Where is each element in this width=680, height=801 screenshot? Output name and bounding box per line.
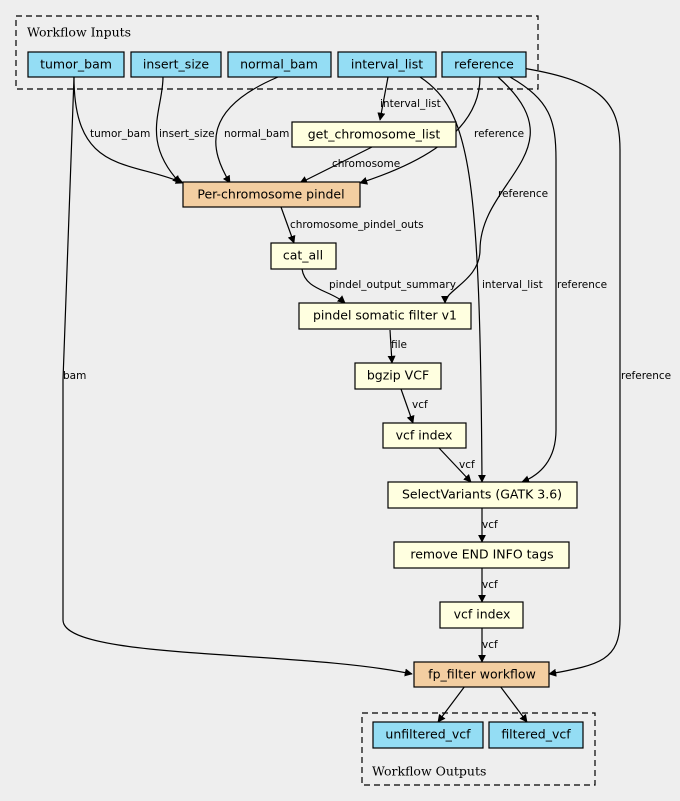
node-bgzip-vcf-label: bgzip VCF xyxy=(367,368,429,383)
edge-label-vcf-bgzip: vcf xyxy=(412,399,428,411)
node-remove-end-info[interactable]: remove END INFO tags xyxy=(393,541,570,569)
node-interval-list-label: interval_list xyxy=(351,57,423,72)
edge-label-bam: bam xyxy=(63,370,86,382)
node-unfiltered-vcf[interactable]: unfiltered_vcf xyxy=(372,721,484,749)
edge-getchrom-to-pindel xyxy=(299,146,373,184)
workflow-inputs-cluster: Workflow Inputs xyxy=(15,15,539,90)
node-reference[interactable]: reference xyxy=(441,51,527,78)
edge-insert-size-to-pindel xyxy=(155,76,181,184)
node-vcf-index-1[interactable]: vcf index xyxy=(382,422,467,449)
node-per-chromosome-pindel[interactable]: Per-chromosome pindel xyxy=(182,181,361,208)
edge-label-chromosome: chromosome xyxy=(332,158,400,170)
edge-label-reference-select: reference xyxy=(557,279,607,291)
node-cat-all[interactable]: cat_all xyxy=(270,242,337,270)
edge-label-reference-filter: reference xyxy=(498,188,548,200)
edge-catall-to-filter xyxy=(301,268,346,304)
node-get-chromosome-list[interactable]: get_chromosome_list xyxy=(291,121,457,148)
node-select-variants-label: SelectVariants (GATK 3.6) xyxy=(402,487,562,502)
edge-interval-list-to-getchrom xyxy=(377,76,389,121)
edge-label-insert-size: insert_size xyxy=(159,128,215,140)
edge-tumor-bam-to-fp xyxy=(62,76,413,677)
edge-label-normal-bam: normal_bam xyxy=(224,128,289,140)
edge-label-vcf-select: vcf xyxy=(482,519,498,531)
node-get-chromosome-list-label: get_chromosome_list xyxy=(308,127,441,142)
edge-label-vcf-remove: vcf xyxy=(482,579,498,591)
edge-filter-to-bgzip xyxy=(387,329,396,364)
node-tumor-bam[interactable]: tumor_bam xyxy=(27,51,125,78)
node-filtered-vcf[interactable]: filtered_vcf xyxy=(488,721,584,749)
node-vcf-index-2[interactable]: vcf index xyxy=(439,601,524,629)
workflow-outputs-label: Workflow Outputs xyxy=(372,764,486,779)
edge-labels: tumor_bam insert_size normal_bam interva… xyxy=(63,98,671,651)
edge-label-reference-fp: reference xyxy=(621,370,671,382)
edge-normal-bam-to-pindel xyxy=(215,76,279,184)
edge-reference-to-filter xyxy=(441,76,531,304)
node-per-chromosome-pindel-label: Per-chromosome pindel xyxy=(197,187,344,202)
node-insert-size[interactable]: insert_size xyxy=(130,51,222,78)
edge-bgzip-to-index1 xyxy=(400,388,415,424)
edge-fp-to-filtered xyxy=(499,685,528,723)
node-pindel-somatic-filter-label: pindel somatic filter v1 xyxy=(313,308,457,323)
edge-reference-to-pindel xyxy=(359,76,481,185)
node-normal-bam[interactable]: normal_bam xyxy=(227,51,332,78)
edge-label-vcf-index1: vcf xyxy=(459,459,475,471)
node-interval-list[interactable]: interval_list xyxy=(337,51,437,78)
edge-label-interval-list-select: interval_list xyxy=(482,279,543,291)
edges xyxy=(62,66,621,723)
edge-label-interval-list-getchrom: interval_list xyxy=(380,98,441,110)
edge-label-tumor-bam: tumor_bam xyxy=(90,128,150,140)
node-insert-size-label: insert_size xyxy=(143,57,209,72)
edge-interval-list-to-select xyxy=(419,76,486,483)
node-filtered-vcf-label: filtered_vcf xyxy=(501,727,571,742)
edge-pindel-to-catall xyxy=(280,206,296,244)
node-bgzip-vcf[interactable]: bgzip VCF xyxy=(354,362,442,390)
node-tumor-bam-label: tumor_bam xyxy=(40,57,112,72)
node-reference-label: reference xyxy=(454,57,514,72)
edge-label-pindel-output-summary: pindel_output_summary xyxy=(329,279,456,291)
edge-reference-to-select xyxy=(509,76,557,484)
nodes: tumor_bam insert_size normal_bam interva… xyxy=(27,51,584,749)
edge-index1-to-select xyxy=(438,447,472,483)
edge-fp-to-unfiltered xyxy=(437,685,466,723)
node-fp-filter-label: fp_filter workflow xyxy=(428,667,536,682)
edge-tumor-bam-to-pindel xyxy=(73,76,184,184)
node-cat-all-label: cat_all xyxy=(283,248,323,263)
node-vcf-index-1-label: vcf index xyxy=(396,428,453,443)
workflow-inputs-label: Workflow Inputs xyxy=(27,25,131,40)
node-fp-filter[interactable]: fp_filter workflow xyxy=(413,661,550,688)
workflow-outputs-cluster: Workflow Outputs xyxy=(361,712,596,786)
node-pindel-somatic-filter[interactable]: pindel somatic filter v1 xyxy=(298,302,472,330)
edge-label-file: file xyxy=(391,339,407,351)
node-normal-bam-label: normal_bam xyxy=(240,57,318,72)
node-select-variants[interactable]: SelectVariants (GATK 3.6) xyxy=(387,481,578,509)
node-remove-end-info-label: remove END INFO tags xyxy=(410,547,553,562)
edge-label-reference-pindel: reference xyxy=(474,128,524,140)
node-unfiltered-vcf-label: unfiltered_vcf xyxy=(385,727,471,742)
edge-reference-to-fp xyxy=(515,66,621,677)
edge-label-vcf-index2: vcf xyxy=(482,639,498,651)
edge-label-chromosome-pindel-outs: chromosome_pindel_outs xyxy=(290,219,424,231)
node-vcf-index-2-label: vcf index xyxy=(454,607,511,622)
